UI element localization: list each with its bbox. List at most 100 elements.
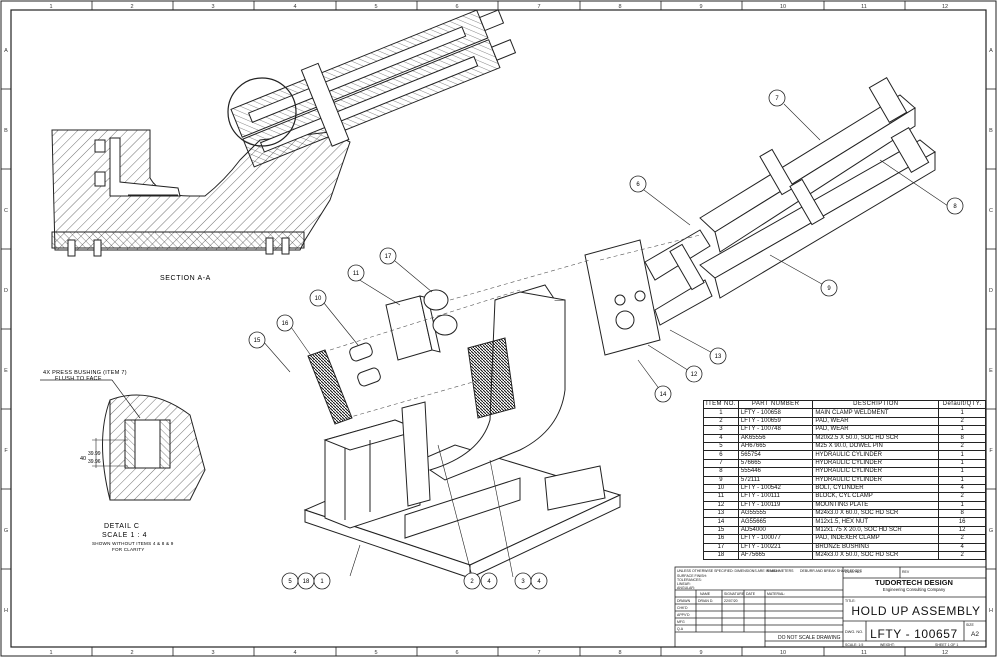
bom-qty: 1 xyxy=(938,475,986,485)
bom-part-number: AD54000 xyxy=(737,525,814,536)
bom-description: PAD, INDEXER CLAMP xyxy=(812,534,940,544)
balloon-10: 10 xyxy=(315,296,322,302)
balloon-18: 18 xyxy=(303,579,310,585)
bom-qty: 1 xyxy=(938,467,986,477)
tb-scale: SCALE: 1:5 xyxy=(845,643,863,647)
bom-item-no: 17 xyxy=(703,542,739,553)
bom-part-number: 565754 xyxy=(737,450,814,460)
bom-description: M12x1.5, HEX NUT xyxy=(812,517,940,527)
bom-part-number: LFTY - 100221 xyxy=(737,542,814,553)
bom-description: M20x2.5 X 50.0, SOC HD SCR xyxy=(812,433,940,443)
bom-description: MOUNTING PLATE xyxy=(812,500,940,511)
tb-row-drawn-name: DRIAN D. xyxy=(698,599,713,603)
tb-row-mfg: MFG xyxy=(677,620,685,624)
bom-header-qty: Default/QTY. xyxy=(938,399,986,410)
bom-description: HYDRAULIC CYLINDER xyxy=(812,467,940,477)
balloon-13: 13 xyxy=(715,354,722,360)
bom-header-row: ITEM NO. PART NUMBER DESCRIPTION Default… xyxy=(703,399,986,410)
tb-row-appvd: APPV'D xyxy=(677,613,690,617)
bom-part-number: LFTY - 100111 xyxy=(737,492,814,502)
tb-deburr: DEBURR AND BREAK SHARP EDGES xyxy=(800,569,863,573)
svg-text:8: 8 xyxy=(618,4,621,10)
tb-hdr-date: DATE xyxy=(746,592,756,596)
bom-description: PAD, WEAR xyxy=(812,425,940,435)
detail-note2: FLUSH TO FACE xyxy=(55,376,102,382)
bom-header-part: PART NUMBER xyxy=(737,399,814,410)
bom-item-no: 11 xyxy=(703,492,739,502)
balloon-3: 3 xyxy=(521,579,525,585)
tb-dwgno-label: DWG. NO. xyxy=(845,630,863,634)
bom-part-number: AG55665 xyxy=(737,517,814,527)
balloon-14: 14 xyxy=(660,392,667,398)
bom-description: BOLT, CYLINDER xyxy=(812,483,940,494)
tb-row-drawn: DRAWN xyxy=(677,599,691,603)
bom-description: M24x3.0 X 50.0, SOC HD SCR xyxy=(812,551,940,561)
bom-description: M25 X 90.0, DOWEL PIN xyxy=(812,441,940,452)
bom-qty: 12 xyxy=(938,525,986,536)
bom-qty: 8 xyxy=(938,509,986,519)
detail-note: 4X PRESS BUSHING (ITEM 7) xyxy=(43,370,127,376)
svg-text:5: 5 xyxy=(374,4,377,10)
svg-text:F: F xyxy=(989,448,993,454)
balloon-17: 17 xyxy=(385,254,392,260)
svg-text:10: 10 xyxy=(780,650,786,656)
bom-part-number: LFTY - 100658 xyxy=(737,408,814,418)
bom-qty: 1 xyxy=(938,458,986,469)
bom-item-no: 13 xyxy=(703,509,739,519)
tb-hdr-name: NAME xyxy=(700,592,711,596)
detail-scale: SCALE 1 : 4 xyxy=(102,532,147,539)
balloon-8: 8 xyxy=(953,204,957,210)
detail-dim-upper: 39.99 xyxy=(88,451,101,457)
svg-text:E: E xyxy=(989,368,993,374)
bom-item-no: 7 xyxy=(703,458,739,469)
tb-row-qa: Q.A xyxy=(677,627,684,631)
svg-text:12: 12 xyxy=(942,650,948,656)
balloon-4a: 4 xyxy=(487,579,491,585)
svg-text:1: 1 xyxy=(49,650,52,656)
bom-description: HYDRAULIC CYLINDER xyxy=(812,475,940,485)
bom-item-no: 15 xyxy=(703,525,739,536)
bom-description: M12x1.75 X 20.0, SOC HD SCR xyxy=(812,525,940,536)
section-label: SECTION A-A xyxy=(160,275,211,282)
svg-text:11: 11 xyxy=(861,4,867,10)
svg-text:B: B xyxy=(989,128,993,134)
bom-header-desc: DESCRIPTION xyxy=(812,399,940,410)
bom-item-no: 8 xyxy=(703,467,739,477)
svg-text:F: F xyxy=(4,448,8,454)
balloon-group xyxy=(248,89,964,590)
tb-unless: UNLESS OTHERWISE SPECIFIED: DIMENSIONS A… xyxy=(677,569,794,573)
bom-qty: 1 xyxy=(938,450,986,460)
svg-text:4: 4 xyxy=(293,650,296,656)
svg-text:11: 11 xyxy=(861,650,867,656)
tb-material: MATERIAL: xyxy=(767,592,785,596)
svg-text:1: 1 xyxy=(49,4,52,10)
svg-text:D: D xyxy=(4,288,8,294)
tb-company: TUDORTECH DESIGN xyxy=(875,578,953,587)
balloon-1: 1 xyxy=(320,579,324,585)
bom-description: BRONZE BUSHING xyxy=(812,542,940,553)
bom-part-number: LFTY - 100542 xyxy=(737,483,814,494)
svg-text:D: D xyxy=(989,288,993,294)
tb-do-not-scale: DO NOT SCALE DRAWING xyxy=(778,635,841,641)
svg-text:A: A xyxy=(4,48,8,54)
balloon-9: 9 xyxy=(827,286,831,292)
bom-part-number: AH67665 xyxy=(737,441,814,452)
bom-item-no: 18 xyxy=(703,551,739,561)
svg-text:10: 10 xyxy=(780,4,786,10)
tb-size: A2 xyxy=(971,631,979,638)
bom-part-number: LFTY - 100748 xyxy=(737,425,814,435)
bom-item-no: 4 xyxy=(703,433,739,443)
bom-qty: 2 xyxy=(938,534,986,544)
bom-description: BLOCK, CYL CLAMP xyxy=(812,492,940,502)
balloon-16: 16 xyxy=(282,321,289,327)
bom-part-number: AF75665 xyxy=(737,551,814,561)
